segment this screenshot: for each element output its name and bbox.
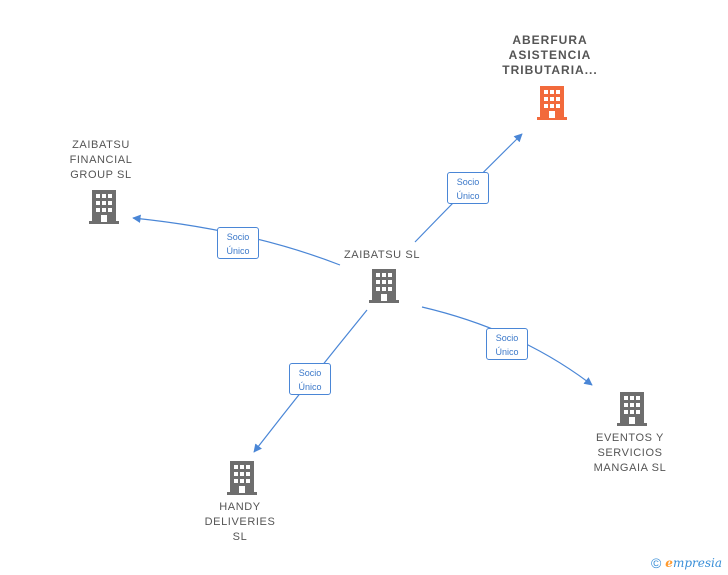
edge-label-line2: Único <box>226 246 250 256</box>
edge-label-line1: Socio <box>298 368 322 378</box>
edge-label-line1: Socio <box>226 232 250 242</box>
node-label-handy[interactable]: HANDY DELIVERIES SL <box>204 501 276 543</box>
edge-label-line1: Socio <box>456 177 480 187</box>
node-label-zaibatsu-financial[interactable]: ZAIBATSU FINANCIAL GROUP SL <box>69 139 133 181</box>
copyright-icon: © <box>650 555 662 571</box>
node-label-center[interactable]: ZAIBATSU SL <box>343 249 421 261</box>
node-label-aberfura[interactable]: ABERFURA ASISTENCIA TRIBUTARIA... <box>502 33 598 77</box>
edge-label-line2: Único <box>495 347 519 357</box>
building-icon-aberfura[interactable] <box>536 85 568 121</box>
edge-label-zaibatsu-financial: Socio Único <box>217 227 259 259</box>
building-icon-zaibatsu-financial[interactable] <box>88 189 120 225</box>
brand-initial: e <box>665 556 673 570</box>
edge-label-line1: Socio <box>495 333 519 343</box>
edge-label-eventos: Socio Único <box>486 328 528 360</box>
edge-label-handy: Socio Único <box>289 363 331 395</box>
building-icon-center[interactable] <box>368 268 400 304</box>
edge-label-line2: Único <box>298 382 322 392</box>
brand-rest: mpresia <box>672 556 722 570</box>
building-icon-handy[interactable] <box>226 460 258 496</box>
edge-label-line2: Único <box>456 191 480 201</box>
building-icon-eventos[interactable] <box>616 391 648 427</box>
node-label-eventos[interactable]: EVENTOS Y SERVICIOS MANGAIA SL <box>593 432 667 474</box>
copyright-notice: © empresia <box>651 555 722 571</box>
edge-label-aberfura: Socio Único <box>447 172 489 204</box>
empresia-logo[interactable]: empresia <box>665 556 722 570</box>
